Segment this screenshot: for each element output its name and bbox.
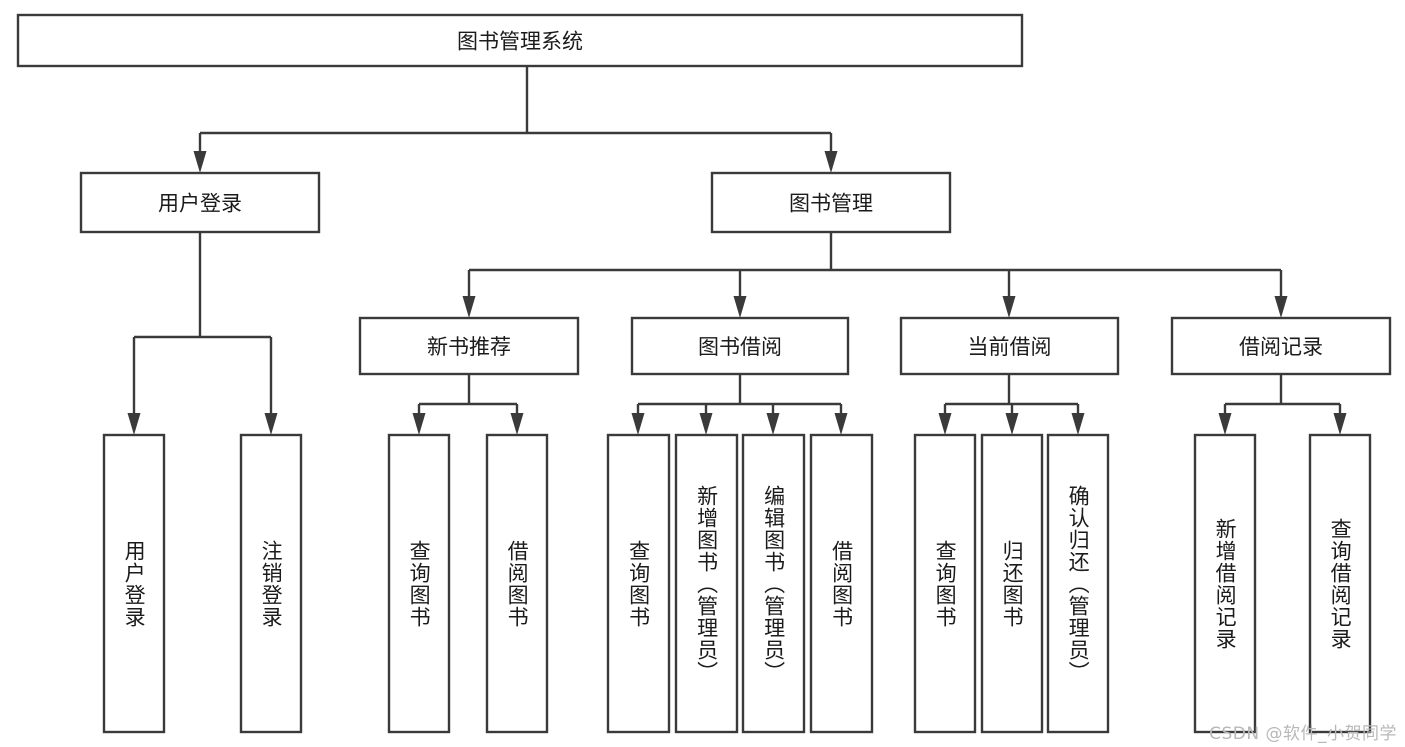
arrow-head-icon [1333,413,1347,435]
node-book-manage[interactable] [710,171,952,234]
node-borrow-record-label: 借阅记录 [1239,335,1323,359]
node-root-label: 图书管理系统 [457,30,583,54]
node-leaf-return-book[interactable] [980,433,1044,734]
arrow-head-icon [938,413,952,435]
node-leaf-add-record[interactable] [1193,433,1257,734]
arrow-head-icon [264,413,278,435]
node-leaf-confirm-return[interactable] [1046,433,1110,734]
arrow-head-icon [1218,413,1232,435]
arrow-head-icon [1274,296,1288,318]
arrow-head-icon [127,413,141,435]
node-leaf-borrow-book-1[interactable] [485,433,549,734]
arrow-head-icon [631,413,645,435]
arrow-head-icon [733,296,747,318]
arrow-head-icon [462,296,476,318]
node-leaf-query-record[interactable] [1308,433,1372,734]
node-new-book-recommend-label: 新书推荐 [427,335,511,359]
node-leaf-query-book-3[interactable] [913,433,977,734]
node-leaf-borrow-book-2[interactable] [809,433,874,734]
connector-layer [127,66,1347,435]
node-leaf-add-book[interactable] [674,433,739,734]
arrow-head-icon [766,413,780,435]
arrow-head-icon [834,413,848,435]
node-box-layer [16,13,1392,734]
arrow-head-icon [193,151,207,173]
node-leaf-query-book-1[interactable] [387,433,451,734]
node-book-manage-label: 图书管理 [789,192,873,216]
arrow-head-icon [412,413,426,435]
node-leaf-user-login[interactable] [102,433,166,734]
node-leaf-logout[interactable] [239,433,303,734]
node-new-book-recommend[interactable] [358,316,580,376]
arrow-head-icon [699,413,713,435]
arrow-head-icon [824,151,838,173]
node-user-login[interactable] [79,171,321,234]
arrow-head-icon [1071,413,1085,435]
node-leaf-query-book-2[interactable] [606,433,671,734]
arrow-head-icon [510,413,524,435]
node-current-borrow-label: 当前借阅 [968,335,1052,359]
node-book-borrow-label: 图书借阅 [698,335,782,359]
node-book-borrow[interactable] [630,316,850,376]
arrow-head-icon [1005,413,1019,435]
node-leaf-edit-book[interactable] [741,433,806,734]
node-borrow-record[interactable] [1170,316,1392,376]
csdn-watermark: CSDN @软件_小贺同学 [1209,724,1397,744]
node-root[interactable] [16,13,1024,68]
arrow-head-icon [1002,296,1016,318]
node-current-borrow[interactable] [899,316,1120,376]
node-user-login-label: 用户登录 [158,192,242,216]
